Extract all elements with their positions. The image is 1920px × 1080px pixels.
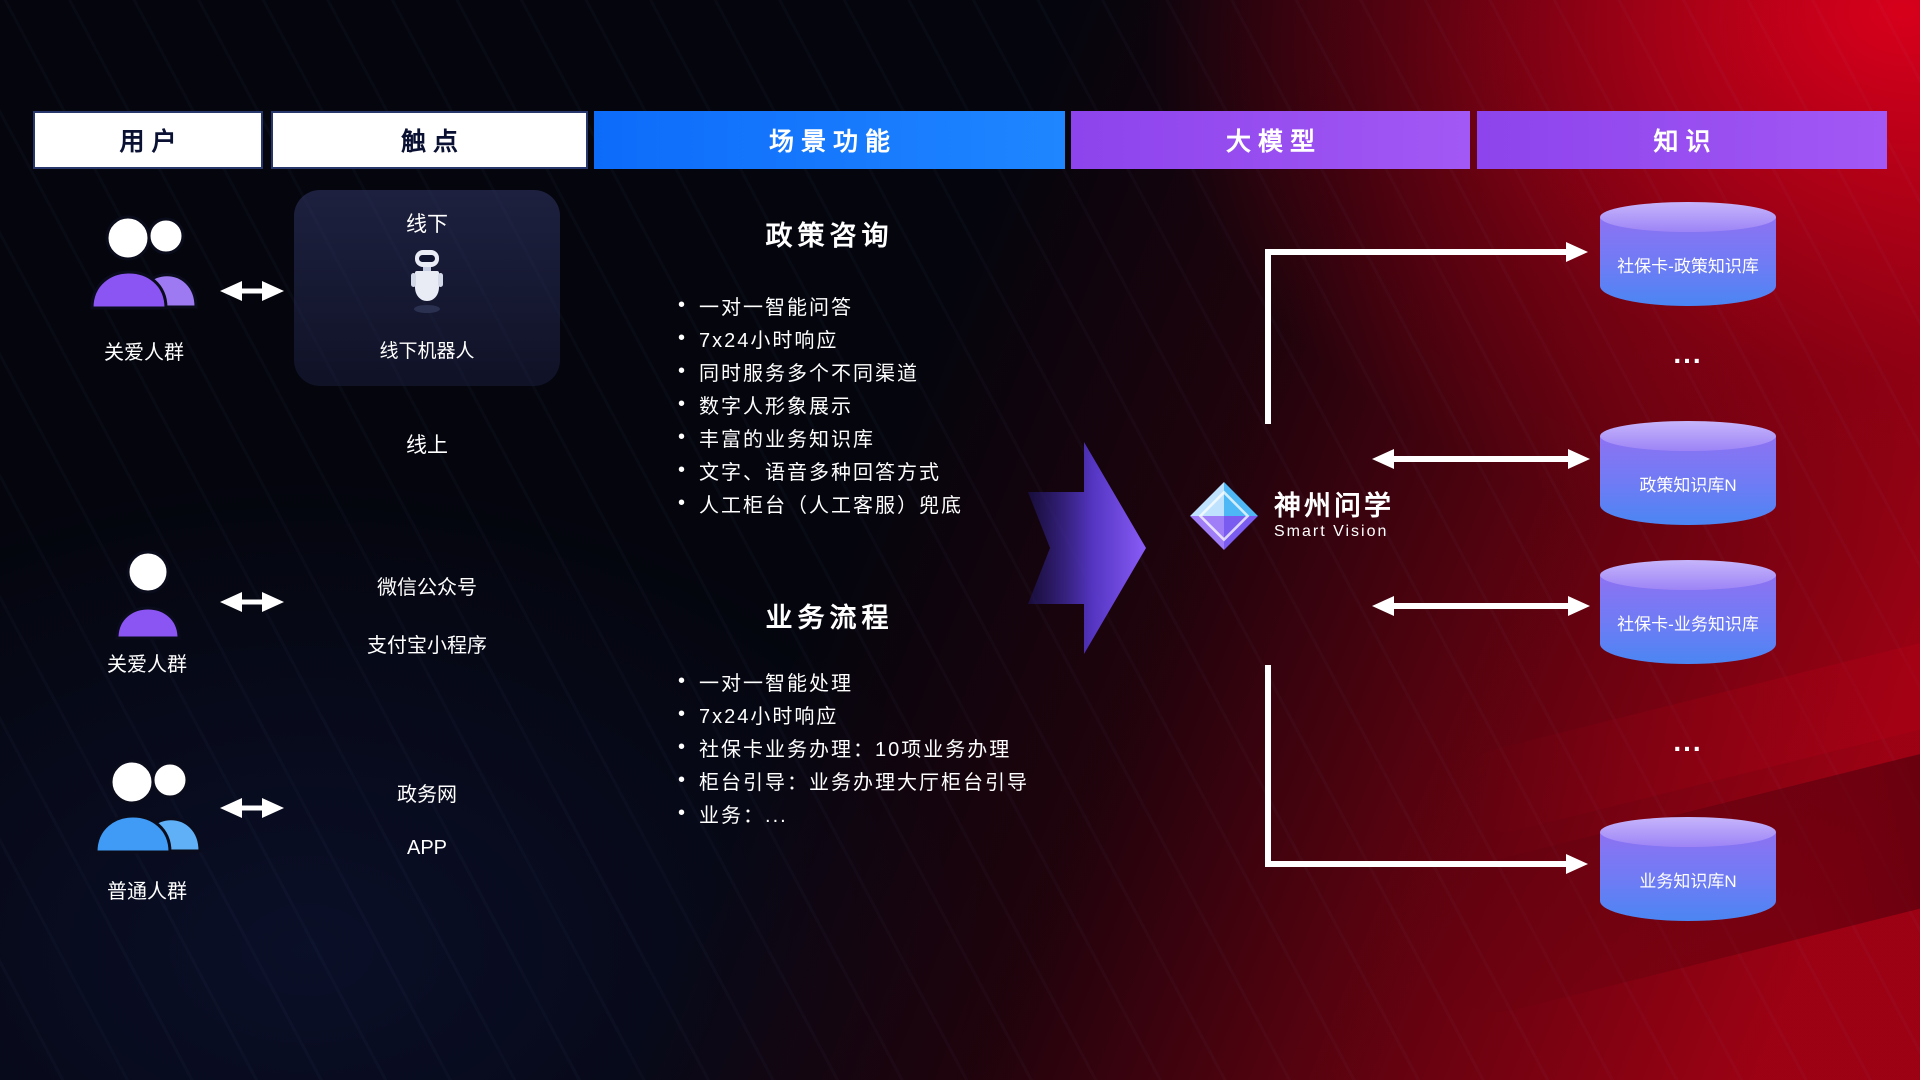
bullet-item: 业务：... <box>678 797 1029 830</box>
db-label: 业务知识库N <box>1639 872 1737 892</box>
db-cylinder-top <box>1600 202 1776 232</box>
header-users: 用户 <box>33 111 263 169</box>
robot-icon <box>407 246 447 314</box>
database-cylinder-icon: 社保卡-政策知识库 <box>1600 202 1776 306</box>
online-label: 线上 <box>406 434 448 457</box>
people-group-icon <box>84 208 208 310</box>
db-cylinder-body: 政策知识库N <box>1600 436 1776 525</box>
db-cylinder-body: 社保卡-政策知识库 <box>1600 217 1776 306</box>
header-model-label: 大模型 <box>1225 128 1322 156</box>
alipay-channel-label: 支付宝小程序 <box>367 635 487 657</box>
scenario-1-title: 政策咨询 <box>765 221 894 251</box>
db-label: 社保卡-业务知识库 <box>1617 615 1759 635</box>
bullet-item: 人工柜台（人工客服）兜底 <box>678 487 963 520</box>
db-cylinder-top <box>1600 817 1776 847</box>
people-group-icon <box>88 752 212 854</box>
db-label: 社保卡-政策知识库 <box>1617 257 1759 277</box>
bullet-item: 文字、语音多种回答方式 <box>678 454 963 487</box>
db-cylinder-top <box>1600 421 1776 451</box>
user-group-3-label: 普通人群 <box>107 881 187 903</box>
flow-arrow-icon <box>1028 428 1148 668</box>
header-scenarios: 场景功能 <box>594 111 1065 169</box>
database-cylinder-icon: 政策知识库N <box>1600 421 1776 525</box>
scenario-2-title: 业务流程 <box>765 603 894 633</box>
gov-web-channel-label: 政务网 <box>397 784 457 806</box>
bullet-item: 柜台引导：业务办理大厅柜台引导 <box>678 764 1029 797</box>
knowledge-ellipsis: ... <box>1673 726 1703 757</box>
elbow-arrow-down-icon <box>1265 665 1588 874</box>
bullet-item: 7x24小时响应 <box>678 322 963 355</box>
bullet-item: 一对一智能处理 <box>678 665 1029 698</box>
model-subtitle: Smart Vision <box>1274 523 1389 540</box>
person-icon <box>112 548 184 640</box>
offline-title: 线下 <box>406 213 448 236</box>
scenario-1-bullets: 一对一智能问答 7x24小时响应 同时服务多个不同渠道 数字人形象展示 丰富的业… <box>678 289 963 520</box>
offline-robot-label: 线下机器人 <box>379 341 475 362</box>
db-cylinder-top <box>1600 560 1776 590</box>
app-channel-label: APP <box>406 837 448 859</box>
user-group-2-label: 关爱人群 <box>107 654 187 676</box>
bullet-item: 7x24小时响应 <box>678 698 1029 731</box>
bullet-item: 一对一智能问答 <box>678 289 963 322</box>
scenario-2-bullets: 一对一智能处理 7x24小时响应 社保卡业务办理：10项业务办理 柜台引导：业务… <box>678 665 1029 830</box>
wechat-channel-label: 微信公众号 <box>377 577 477 599</box>
header-touchpoints-label: 触点 <box>400 128 465 156</box>
knowledge-ellipsis: ... <box>1673 338 1703 369</box>
user-group-1-label: 关爱人群 <box>104 342 184 364</box>
header-scenarios-label: 场景功能 <box>768 128 897 156</box>
diamond-logo-icon <box>1188 480 1260 552</box>
header-touchpoints: 触点 <box>271 111 588 169</box>
db-label: 政策知识库N <box>1639 476 1737 496</box>
model-name: 神州问学 <box>1274 491 1394 521</box>
header-model: 大模型 <box>1071 111 1470 169</box>
header-knowledge: 知识 <box>1477 111 1887 169</box>
database-cylinder-icon: 社保卡-业务知识库 <box>1600 560 1776 664</box>
bullet-item: 丰富的业务知识库 <box>678 421 963 454</box>
model-logo: 神州问学 Smart Vision <box>1188 480 1394 552</box>
elbow-arrow-up-icon <box>1265 242 1588 424</box>
database-cylinder-icon: 业务知识库N <box>1600 817 1776 921</box>
header-knowledge-label: 知识 <box>1653 128 1718 156</box>
bullet-item: 社保卡业务办理：10项业务办理 <box>678 731 1029 764</box>
header-users-label: 用户 <box>119 128 184 156</box>
bullet-item: 同时服务多个不同渠道 <box>678 355 963 388</box>
offline-touchpoint-card: 线下 线下机器人 <box>294 190 560 386</box>
bullet-item: 数字人形象展示 <box>678 388 963 421</box>
